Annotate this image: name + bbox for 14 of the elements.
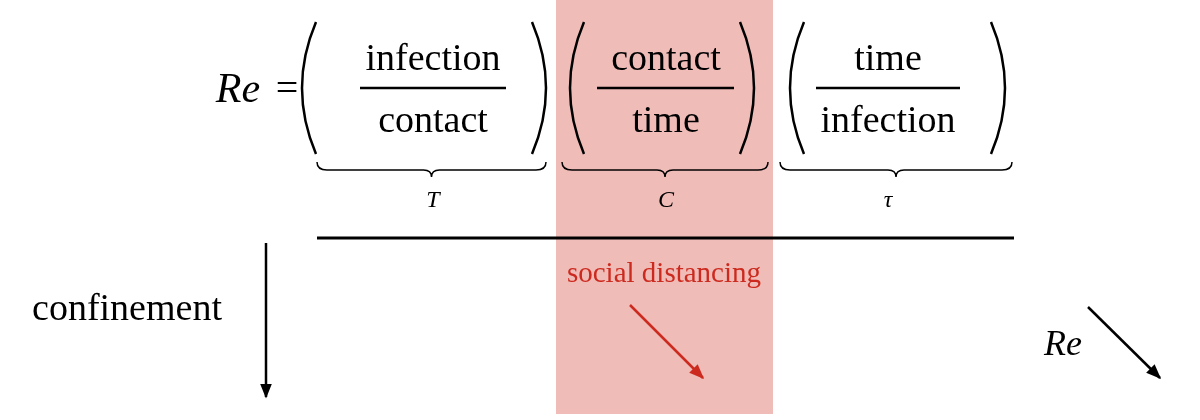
variable-label: T [426, 187, 440, 211]
numerator: infection [365, 38, 501, 76]
annotation-text: confinement [32, 288, 222, 326]
variable-label: Re [1044, 325, 1082, 361]
numerator: time [854, 38, 922, 76]
denominator: infection [820, 100, 956, 138]
variable-label: C [658, 187, 674, 211]
variable-label: τ [883, 187, 893, 211]
denominator: time [632, 100, 700, 138]
numerator: contact [611, 38, 721, 76]
equals-sign: = [275, 68, 299, 108]
denominator: contact [378, 100, 488, 138]
variable-label: Re [215, 67, 261, 109]
annotation-text: social distancing [566, 257, 762, 287]
